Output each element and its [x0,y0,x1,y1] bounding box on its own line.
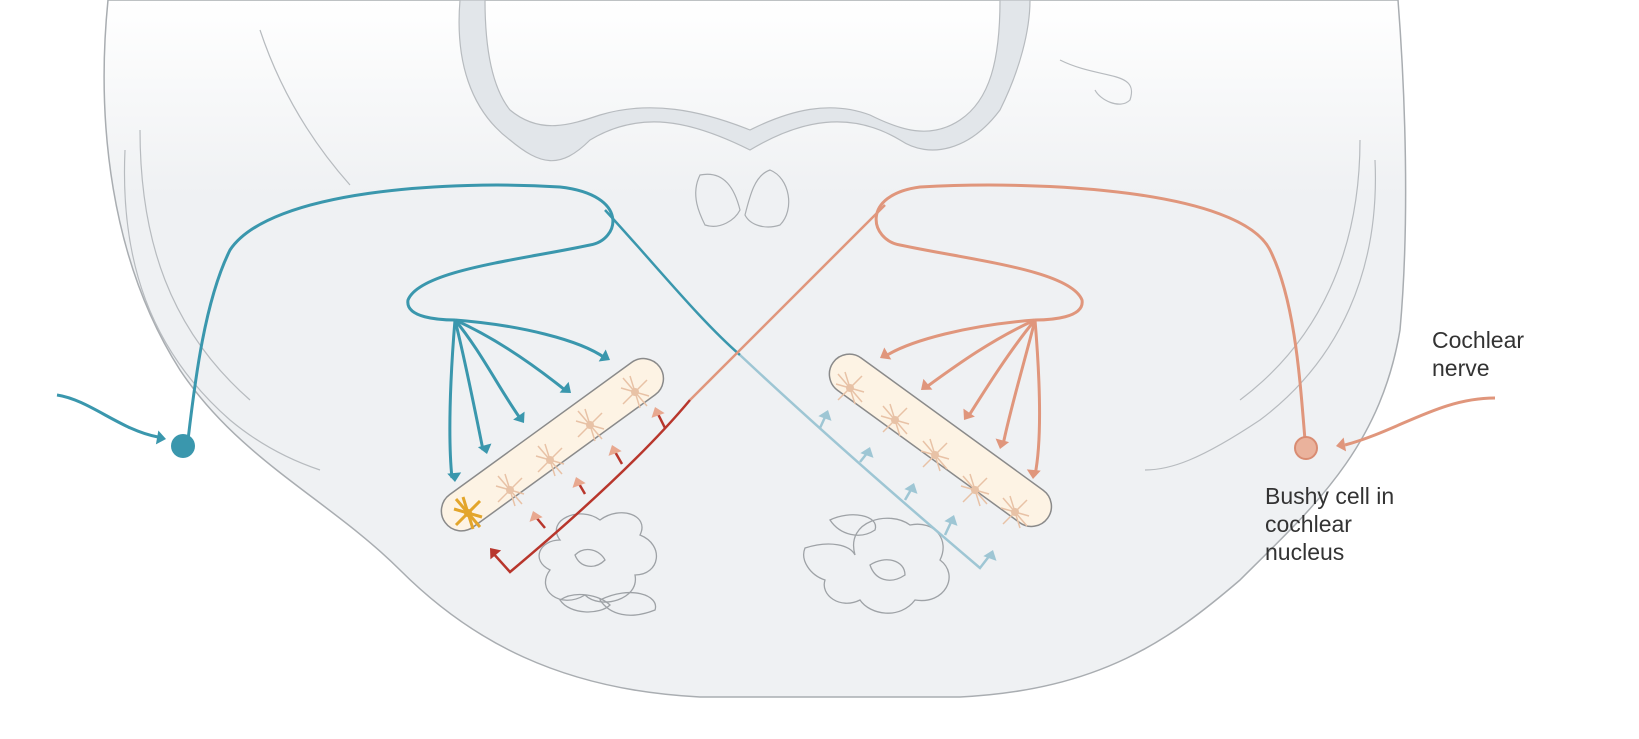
right-bushy-axon [874,183,1496,476]
mso-neurons-right [835,371,1030,529]
synaptic-terminal-icon [559,381,571,393]
lateral-superior-olive-left [538,512,657,616]
synaptic-terminal-icon [490,548,502,560]
left-axon-crossing [604,209,741,356]
synaptic-terminal-icon [860,447,874,458]
synaptic-terminal-icon [651,407,665,418]
right-axon-crossing [689,204,886,401]
mso-neuron [495,473,525,507]
synaptic-terminal-icon [529,511,543,522]
fourth-ventricle [458,0,1031,162]
right-axon-contralateral [491,399,691,574]
synaptic-terminal-icon [608,445,622,456]
bushy-cell-right [1294,436,1318,460]
bushy-cell-label: Bushy cell in cochlear nucleus [1265,483,1395,565]
mso-neuron [960,473,990,507]
bushy-cell-left [171,434,195,458]
left-bushy-axon [56,183,615,479]
mso-neuron [453,496,483,530]
mso-band-right [828,353,1053,528]
synaptic-terminals [155,347,1347,561]
synaptic-terminal-icon [1026,469,1041,479]
synaptic-terminal-icon [995,438,1010,449]
synaptic-terminal-icon [880,347,892,360]
synaptic-terminal-icon [155,430,166,445]
mso-band-left [440,357,665,532]
cochlear-nerve-label: Cochlear nerve [1432,327,1525,381]
synaptic-terminal-icon [477,443,492,454]
synaptic-terminal-icon [818,410,832,421]
midline-nucleus-right [744,169,790,228]
mso-neuron [535,443,565,477]
synaptic-terminal-icon [1336,437,1347,452]
midline-nucleus-left [695,173,741,227]
contour-lines [123,29,1377,471]
synaptic-terminal-icon [513,411,525,423]
synaptic-terminal-icon [921,378,933,390]
synaptic-terminal-icon [963,408,975,420]
lateral-superior-olive-right [803,514,950,614]
synaptic-terminal-icon [983,550,997,561]
synaptic-terminal-icon [447,472,462,482]
mso-neurons-left [453,375,650,530]
mso-neuron [880,403,910,437]
synaptic-terminal-icon [598,349,610,362]
synaptic-terminal-icon [572,477,586,488]
mso-neuron [835,371,865,405]
brainstem-outline [103,0,1407,698]
mso-neuron [1000,495,1030,529]
mso-neuron [620,375,650,409]
synaptic-terminal-icon [944,515,958,526]
mso-neuron [575,408,605,442]
synaptic-terminal-icon [904,483,918,494]
mso-neuron [920,438,950,472]
